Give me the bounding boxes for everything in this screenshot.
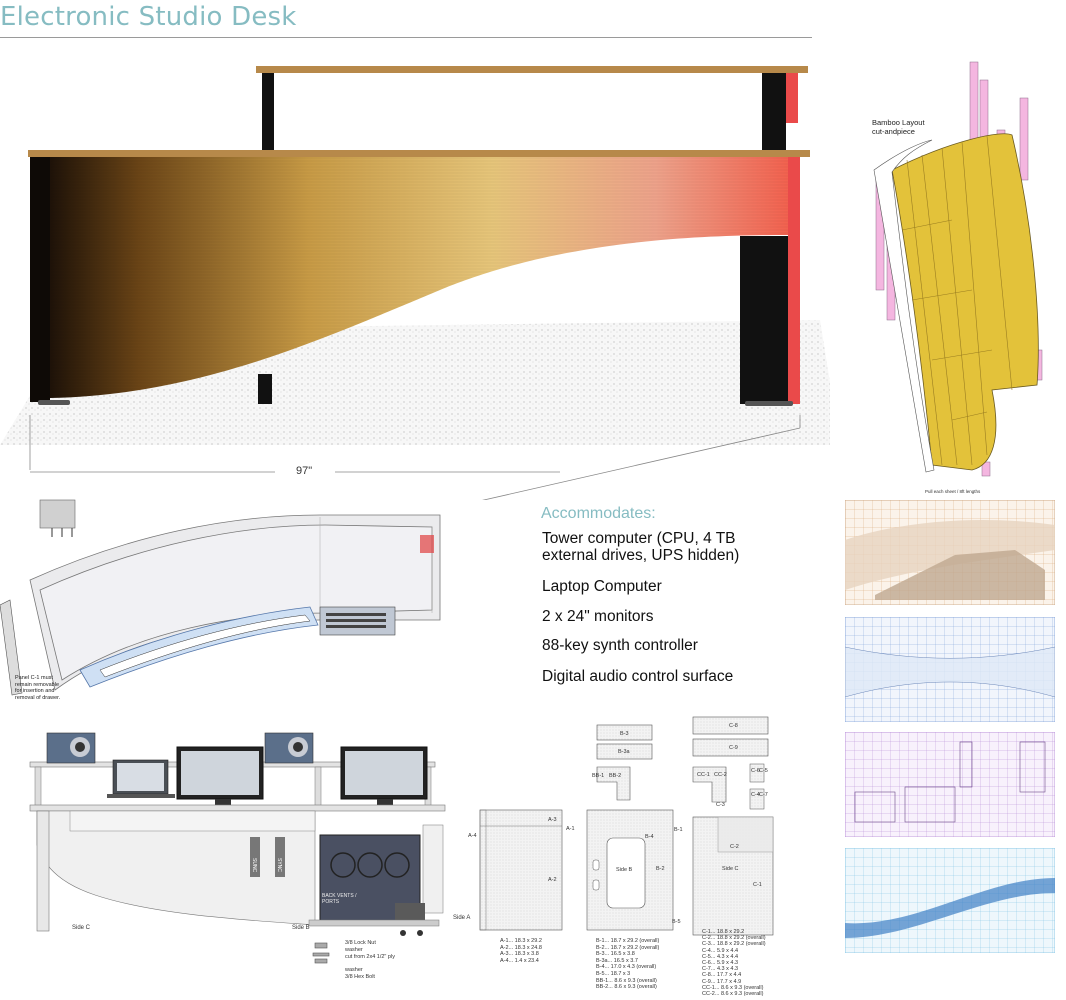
accommodates-item: Laptop Computer <box>542 578 662 595</box>
cut-list-item: C-4... 5.9 x 4.4 <box>702 947 739 954</box>
cut-list-b: B-1... 18.7 x 29.2 (overall) B-2... 18.7… <box>596 938 659 991</box>
cut-list-item: B-4... 17.0 x 4.3 (overall) <box>596 964 657 971</box>
part-label: Side C <box>722 866 739 872</box>
cut-list-item: CC-1... 8.6 x 9.3 (overall) <box>702 984 764 991</box>
side-b-label: Side B <box>292 925 310 931</box>
speaker-sync-label: SYNC <box>276 858 282 872</box>
cut-list-c: C-1... 18.8 x 29.2 C-2... 18.8 x 29.2 (o… <box>702 929 766 997</box>
accommodates-heading: Accommodates: <box>541 505 656 522</box>
cut-sheet-blue <box>845 617 1055 722</box>
part-label: A-1 <box>566 826 575 832</box>
part-label: B-3a <box>618 749 630 755</box>
cut-list-item: C-2... 18.8 x 29.2 (overall) <box>702 935 766 942</box>
part-label: BB-2 <box>609 773 622 779</box>
part-label: A-2 <box>548 877 557 883</box>
cut-list-item: B-1... 18.7 x 29.2 (overall) <box>596 938 660 944</box>
accommodates-item: Digital audio control surface <box>542 668 734 685</box>
desk-rendering <box>0 66 830 500</box>
cut-list-item: A-3... 18.3 x 3.8 <box>500 951 539 958</box>
part-label: Side B <box>616 867 633 873</box>
part-label: B-4 <box>645 834 654 840</box>
cut-list-item: BB-1... 8.6 x 9.3 (overall) <box>596 977 657 984</box>
bamboo-sheet <box>891 133 1039 471</box>
a-panel-drawing <box>479 809 563 931</box>
part-label: CC-2 <box>714 772 727 778</box>
part-label: C-8 <box>729 723 738 729</box>
bamboo-label: Bamboo Layout cut-andpiece <box>872 118 925 136</box>
bamboo-layout <box>873 61 1043 477</box>
cut-list-item: B-5... 18.7 x 3 <box>596 970 631 977</box>
hardware-label: washer <box>345 967 363 973</box>
part-label: C-2 <box>730 844 739 850</box>
part-label: B-2 <box>656 866 665 872</box>
back-vents-label: BACK VENTS / PORTS <box>322 893 357 905</box>
cut-list-item: C-6... 5.9 x 4.3 <box>702 960 739 967</box>
part-label: A-4 <box>468 833 477 839</box>
cut-sheet-cyan <box>845 848 1055 953</box>
c-panel-drawing <box>692 716 774 936</box>
overhead-desk-view <box>0 499 441 696</box>
hardware-label: cut from 2x4 1/2" ply <box>345 954 395 960</box>
cut-list-item: B-3... 16.5 x 3.8 <box>596 951 635 958</box>
title-divider <box>0 37 812 38</box>
part-label: C-3 <box>716 802 725 808</box>
cut-list-item: A-1... 18.3 x 29.2 <box>500 938 542 944</box>
part-label: C-4 <box>751 792 760 798</box>
bamboo-note: Pull each sheet / 8ft lengths <box>925 489 981 494</box>
part-label: B-5 <box>672 919 681 925</box>
cut-list-item: C-8... 17.7 x 4.4 <box>702 972 742 979</box>
dimension-label: 97" <box>296 465 313 477</box>
side-a-label: Side A <box>453 915 471 921</box>
upper-shelf-top <box>256 66 808 73</box>
part-label: C-9 <box>729 745 738 751</box>
cut-list-item: C-1... 18.8 x 29.2 <box>702 929 745 935</box>
hardware-label: washer <box>345 947 363 953</box>
part-label: C-7 <box>759 792 768 798</box>
desk-top-elevation <box>29 804 446 812</box>
cut-list-item: B-2... 18.7 x 29.2 (overall) <box>596 944 660 951</box>
synth-keyboard <box>79 606 319 688</box>
part-label: B-1 <box>674 827 683 833</box>
part-label: B-3 <box>620 731 629 737</box>
side-c-label: Side C <box>72 925 91 931</box>
accommodates-item: 2 x 24" monitors <box>542 608 654 625</box>
cut-list-a: A-1... 18.3 x 29.2 A-2... 18.3 x 24.8 A-… <box>500 938 542 964</box>
part-label: C-1 <box>753 882 762 888</box>
part-label: C-5 <box>759 768 768 774</box>
hardware-label: 3/8 Hex Bolt <box>345 974 375 980</box>
cut-list-item: A-2... 18.3 x 24.8 <box>500 944 542 951</box>
cut-sheet-orange <box>845 500 1055 605</box>
cut-list-item: CC-2... 8.6 x 9.3 (overall) <box>702 991 764 998</box>
cut-list-item: A-4... 1.4 x 23.4 <box>500 957 539 964</box>
front-elevation <box>29 732 446 964</box>
cut-list-item: B-3a... 16.5 x 3.7 <box>596 957 638 964</box>
part-label: A-3 <box>548 817 557 823</box>
b-panel-drawing <box>586 724 674 931</box>
cut-list-item: C-3... 18.8 x 29.2 (overall) <box>702 941 766 948</box>
accommodates-item: 88-key synth controller <box>542 637 698 654</box>
cut-list-item: C-7... 4.3 x 4.3 <box>702 966 739 973</box>
page-title: Electronic Studio Desk <box>0 2 297 32</box>
part-label: BB-1 <box>592 773 605 779</box>
desk-top <box>28 150 810 157</box>
accommodates-item: Tower computer (CPU, 4 TB external drive… <box>542 530 740 564</box>
cut-list-item: BB-2... 8.6 x 9.3 (overall) <box>596 984 657 991</box>
panel-note: Panel C-1 must remain removable for inse… <box>15 675 61 701</box>
speaker-sunc-label: SUNC <box>251 858 257 873</box>
hardware-label: 3/8 Lock Nut <box>345 940 376 946</box>
cut-list-item: C-9... 17.7 x 4.9 <box>702 978 742 985</box>
part-label: C-6 <box>751 768 760 774</box>
part-label: CC-1 <box>697 772 710 778</box>
cut-list-item: C-5... 4.3 x 4.4 <box>702 953 739 960</box>
cut-sheet-purple <box>845 732 1055 837</box>
